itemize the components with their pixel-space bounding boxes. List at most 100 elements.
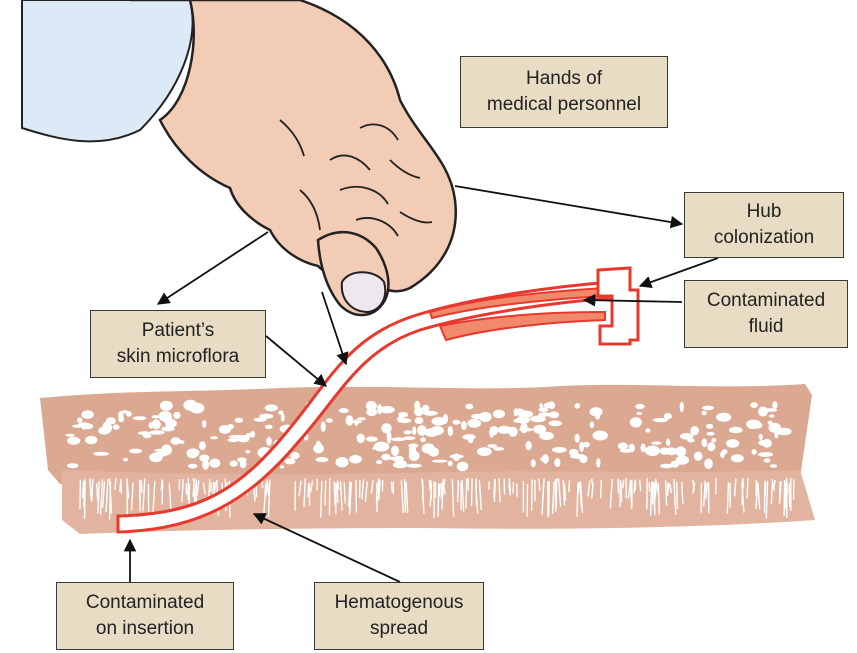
label-hub-colonization: Hub colonization (684, 192, 844, 258)
fat-cell (665, 447, 677, 455)
fat-cell (707, 442, 715, 451)
fat-cell (768, 421, 773, 425)
fat-cell (395, 461, 407, 465)
fat-cell (653, 418, 668, 422)
fat-cell (645, 446, 660, 457)
tissue-fiber (666, 480, 667, 505)
fat-cell (404, 430, 413, 434)
fat-cell (758, 406, 768, 416)
label-hands-of-medical-personnel: Hands of medical personnel (460, 56, 668, 128)
fat-cell (706, 424, 713, 429)
fat-cell (533, 425, 546, 434)
tissue-fiber (121, 482, 122, 494)
fat-cell (265, 404, 278, 411)
fat-cell (65, 434, 75, 437)
fat-cell (179, 440, 184, 444)
fat-cell (230, 461, 238, 467)
fat-cell (453, 453, 460, 461)
fat-cell (772, 401, 777, 409)
fat-cell (448, 461, 453, 467)
fat-cell (133, 416, 147, 420)
fat-cell (138, 431, 151, 435)
fat-cell (676, 456, 690, 465)
fat-cell (651, 441, 661, 444)
tissue-fiber (621, 482, 622, 502)
fat-cell (158, 411, 171, 421)
fat-cell (183, 400, 197, 411)
label-hematogenous-spread: Hematogenous spread (314, 582, 484, 650)
fat-cell (381, 454, 390, 461)
label-line: spread (370, 616, 428, 642)
fat-cell (759, 434, 763, 440)
fat-cell (415, 417, 424, 424)
tissue-fiber (466, 479, 467, 509)
fat-cell (240, 459, 247, 468)
fat-cell (376, 460, 382, 464)
fat-cell (152, 415, 160, 418)
fat-cell (517, 416, 530, 424)
fat-cell (519, 428, 533, 432)
fat-cell (351, 420, 362, 423)
tissue-fiber (405, 479, 406, 513)
fat-cell (758, 452, 773, 457)
tissue-fiber (162, 481, 163, 505)
label-line: medical personnel (487, 92, 641, 118)
tissue-fiber (80, 480, 81, 509)
fat-cell (430, 426, 444, 435)
fat-cell (209, 459, 220, 468)
fat-cell (539, 403, 543, 407)
tissue-fiber (539, 479, 540, 491)
fat-cell (432, 417, 447, 426)
fat-cell (467, 419, 481, 428)
label-line: skin microflora (117, 344, 239, 370)
arrow-skin-label-to-skin (266, 336, 326, 386)
fat-cell (81, 410, 93, 419)
fat-cell (357, 434, 365, 444)
fat-cell (349, 455, 362, 464)
fat-cell (266, 437, 272, 446)
fat-cell (67, 437, 80, 445)
fat-cell (199, 441, 206, 450)
fat-cell (680, 433, 694, 439)
fat-cell (321, 422, 326, 432)
label-line: Contaminated (86, 590, 204, 616)
tissue-fiber (325, 480, 326, 505)
fat-cell (366, 401, 377, 411)
tissue-fiber (742, 478, 743, 505)
tissue-fiber (747, 478, 748, 499)
fat-cell (188, 464, 197, 469)
hand (22, 0, 456, 315)
fat-cell (452, 420, 460, 425)
fat-cell (552, 447, 567, 453)
tissue-fiber (569, 480, 570, 492)
fat-cell (412, 426, 416, 435)
fat-cell (432, 460, 448, 463)
fat-cell (645, 428, 650, 433)
fat-cell (722, 449, 728, 454)
tissue-fiber (677, 482, 678, 509)
tissue-fiber (140, 480, 141, 512)
arrow-hand-to-hub (455, 186, 682, 224)
fat-cell (326, 418, 333, 422)
fat-cell (618, 443, 628, 450)
fat-cell (487, 444, 497, 448)
fat-cell (290, 452, 300, 459)
fat-cell (448, 426, 453, 436)
tissue-fiber (356, 480, 357, 513)
fat-cell (129, 449, 142, 454)
tissue-fiber (634, 481, 635, 493)
fat-cell (462, 434, 475, 440)
fat-cell (161, 445, 172, 456)
fat-cell (428, 447, 439, 456)
fat-cell (346, 415, 354, 425)
label-patients-skin-microflora: Patient’s skin microflora (90, 310, 266, 378)
fat-cell (554, 458, 560, 467)
fat-cell (160, 401, 173, 411)
fat-cell (731, 454, 744, 462)
label-line: Contaminated (707, 288, 825, 314)
fat-cell (414, 407, 424, 416)
fat-cell (81, 423, 87, 430)
fat-cell (769, 414, 774, 417)
fat-cell (702, 438, 708, 447)
fat-cell (702, 411, 707, 416)
